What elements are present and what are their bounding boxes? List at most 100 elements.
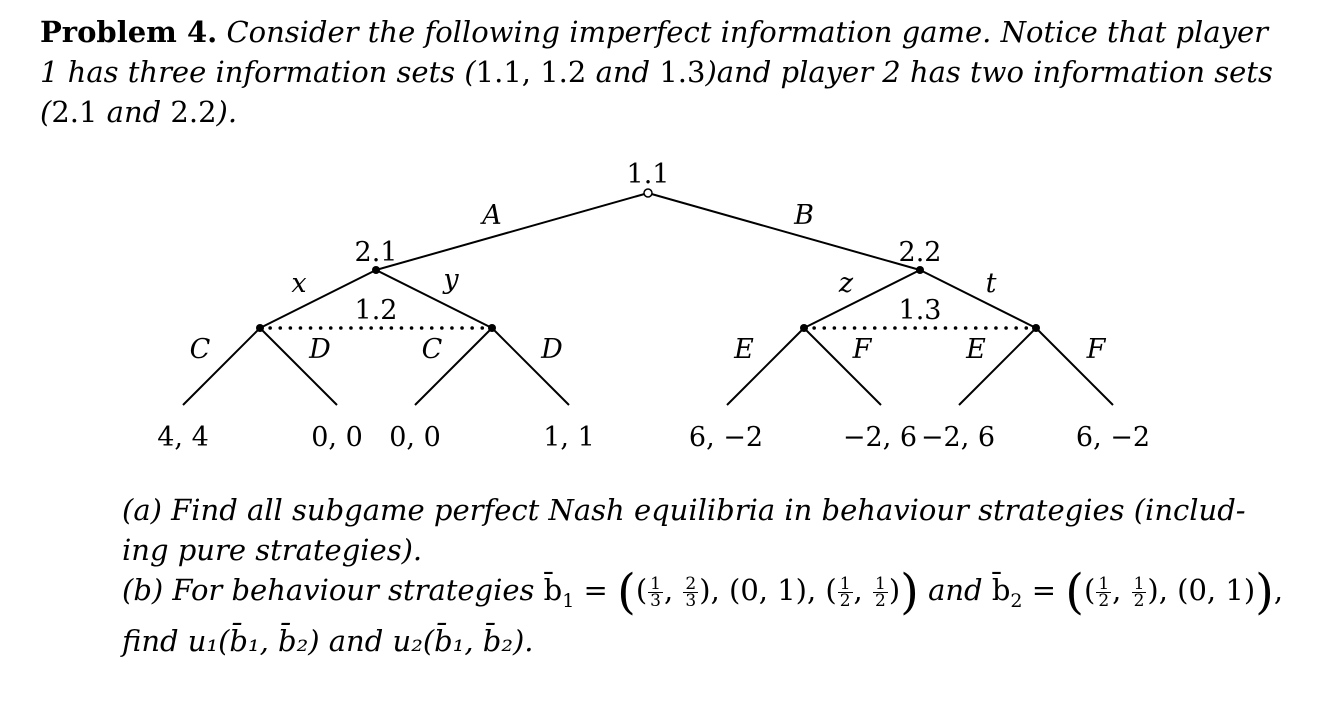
infoset-list-2: 1.3 — [659, 55, 706, 89]
p2-left-label: 2.1 — [355, 237, 398, 268]
b2-symbol: b̄ — [991, 573, 1011, 607]
b2-tail: ), (0, 1) — [1147, 573, 1256, 607]
numerator: 1 — [1096, 573, 1112, 594]
action-E-right-label: E — [965, 334, 986, 365]
intro-part-5: ). — [216, 95, 238, 129]
comma: , — [663, 573, 683, 607]
question-b-prefix: (b) For behaviour strategies — [122, 573, 544, 607]
problem-heading: Problem 4. — [40, 15, 218, 49]
edge-D-left — [259, 327, 338, 406]
edge-E-right — [958, 327, 1037, 406]
question-a-line-1: (a) Find all subgame perfect Nash equili… — [122, 493, 1246, 527]
equals-sign-2: = — [1022, 573, 1066, 607]
edge-y — [375, 269, 493, 329]
edge-F-right — [1035, 327, 1114, 406]
payoff-3: 0, 0 — [389, 422, 441, 453]
node-1-3-right — [1032, 324, 1040, 332]
action-B-label: B — [793, 200, 814, 231]
edge-D-right — [491, 327, 570, 406]
action-D-left-label: D — [308, 334, 331, 365]
node-1-3-left — [800, 324, 808, 332]
questions: (a) Find all subgame perfect Nash equili… — [122, 490, 1302, 661]
action-z-label: z — [838, 268, 854, 299]
payoff-5: 6, −2 — [689, 422, 763, 453]
action-y-label: y — [442, 264, 459, 295]
comma: , — [853, 573, 872, 607]
infoset-list-1: 1.1, 1.2 — [475, 55, 587, 89]
action-C-left-label: C — [190, 334, 211, 365]
intro-part-3: )and player 2 has two information sets ( — [40, 55, 1273, 129]
action-E-left-label: E — [733, 334, 754, 365]
intro-part-4: and — [97, 95, 171, 129]
edge-E-left — [726, 327, 805, 406]
trailing-comma: , — [1273, 573, 1284, 607]
paren-open-2: ( — [1084, 573, 1096, 607]
infoset-1-3-label: 1.3 — [899, 295, 942, 326]
edge-F-left — [803, 327, 882, 406]
root-label: 1.1 — [627, 159, 670, 190]
open-paren-big-1: ( — [617, 564, 636, 620]
b1-middle: ), (0, 1), ( — [699, 573, 837, 607]
numerator: 1 — [1131, 573, 1147, 594]
edge-C-right — [414, 327, 493, 406]
close-paren-big-2: ) — [1255, 564, 1274, 620]
payoff-6: −2, 6 — [843, 422, 917, 453]
denominator: 2 — [1133, 590, 1145, 611]
denominator: 2 — [839, 590, 851, 611]
intro-part-2: and — [586, 55, 660, 89]
numerator: 1 — [648, 573, 663, 594]
edge-x — [259, 269, 377, 329]
payoff-4: 1, 1 — [543, 422, 595, 453]
b1-symbol: b̄ — [543, 573, 563, 607]
question-a-line-2: ing pure strategies). — [122, 533, 423, 567]
action-x-label: x — [291, 268, 306, 299]
paren-close-1: ) — [888, 573, 901, 607]
node-1-2-left — [256, 324, 264, 332]
node-1-2-right — [488, 324, 496, 332]
and-word: and — [918, 573, 992, 607]
payoff-1: 4, 4 — [157, 422, 209, 453]
payoff-7: −2, 6 — [921, 422, 995, 453]
action-t-label: t — [986, 268, 997, 299]
root-node — [643, 188, 653, 198]
intro-part-1: Consider the following imperfect informa… — [40, 15, 1269, 89]
edge-C-left — [182, 327, 261, 406]
open-paren-big-2: ( — [1065, 564, 1084, 620]
denominator: 3 — [685, 590, 697, 611]
infoset-list-3: 2.1 — [51, 95, 98, 129]
action-C-right-label: C — [422, 334, 443, 365]
action-F-right-label: F — [1086, 334, 1107, 365]
infoset-1-2-label: 1.2 — [355, 295, 398, 326]
action-D-right-label: D — [540, 334, 563, 365]
action-F-left-label: F — [852, 334, 873, 365]
payoff-8: 6, −2 — [1076, 422, 1150, 453]
denominator: 2 — [1098, 590, 1110, 611]
p2-right-label: 2.2 — [899, 237, 942, 268]
b2-subscript: 2 — [1010, 589, 1023, 612]
payoff-2: 0, 0 — [311, 422, 363, 453]
edge-t — [919, 269, 1037, 329]
infoset-list-4: 2.2 — [170, 95, 217, 129]
denominator: 2 — [874, 590, 886, 611]
edge-z — [803, 269, 921, 329]
close-paren-big-1: ) — [900, 564, 919, 620]
node-2-1 — [372, 266, 380, 274]
problem-intro: Consider the following imperfect informa… — [40, 15, 1273, 129]
comma: , — [1112, 573, 1131, 607]
node-2-2 — [916, 266, 924, 274]
paren-open-1: ( — [635, 573, 648, 607]
action-A-label: A — [479, 200, 502, 231]
numerator: 2 — [683, 573, 699, 594]
numerator: 1 — [837, 573, 853, 594]
equals-sign-1: = — [574, 573, 618, 607]
problem-statement: Problem 4. Consider the following imperf… — [40, 12, 1280, 132]
edge-B — [647, 192, 921, 271]
